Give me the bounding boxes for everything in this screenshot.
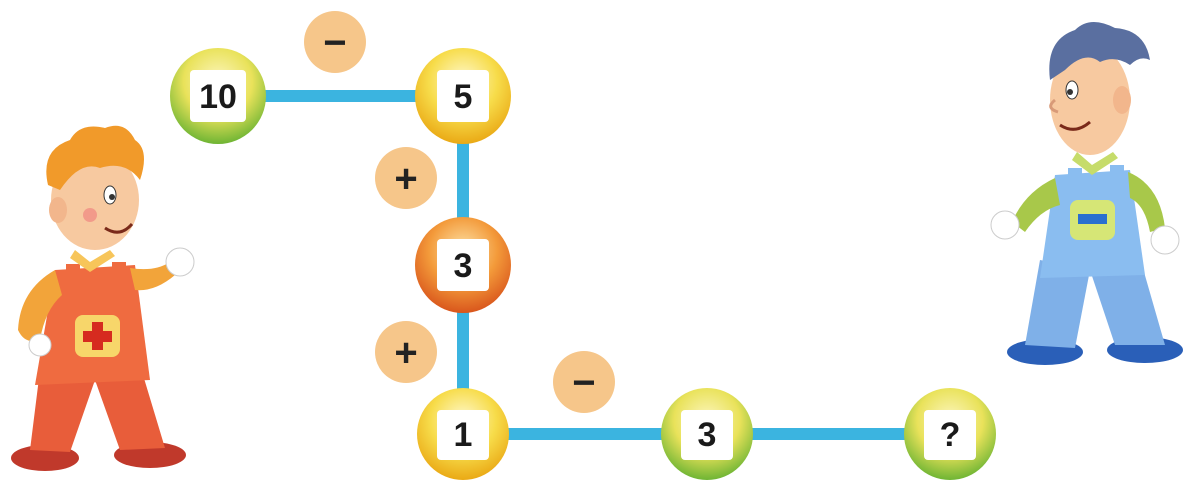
plus-boy-illustration (11, 125, 195, 471)
minus-man-illustration (990, 21, 1183, 365)
number-node-3a: 3 (415, 217, 511, 313)
operation-4: − (553, 351, 615, 413)
number-node-1: 1 (417, 388, 509, 480)
node-value: ? (940, 416, 961, 454)
node-value: 3 (698, 416, 717, 454)
node-value: 1 (454, 416, 473, 454)
operation-3: + (375, 321, 437, 383)
node-value: 10 (199, 78, 237, 116)
operation-symbol: − (572, 361, 595, 405)
operation-2: + (375, 147, 437, 209)
number-node-5: 5 (415, 48, 511, 144)
number-node-10: 10 (170, 48, 266, 144)
operation-symbol: + (394, 331, 417, 375)
operation-symbol: − (323, 21, 346, 65)
node-value: 3 (454, 247, 473, 285)
number-node-3b: 3 (661, 388, 753, 480)
node-value: 5 (454, 78, 473, 116)
number-node-unknown: ? (904, 388, 996, 480)
operation-1: − (304, 11, 366, 73)
operation-symbol: + (394, 157, 417, 201)
